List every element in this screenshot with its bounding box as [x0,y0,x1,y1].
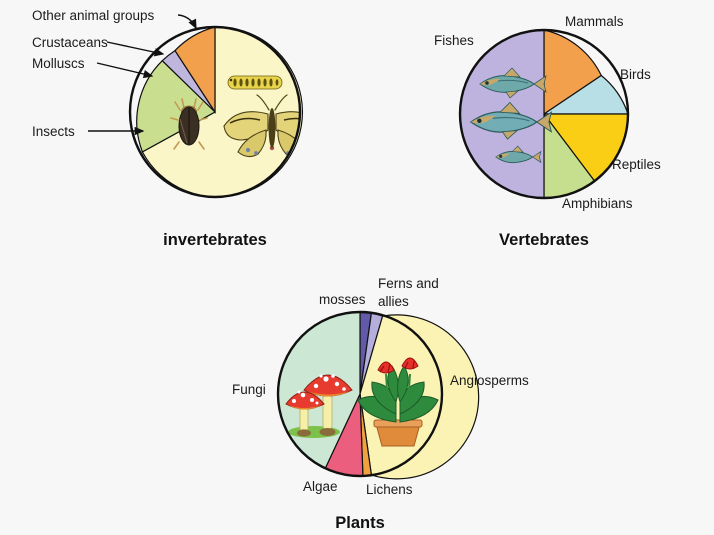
flowering-plant-icon [357,357,439,447]
label-reptiles: Reptiles [612,157,661,172]
fish-icon [479,67,547,99]
label-fungi: Fungi [232,382,266,397]
label-insects: Insects [32,124,75,139]
label-algae: Algae [303,479,338,494]
label-ferns-and-allies-line1: Ferns and [378,276,439,291]
caterpillar-icon [227,75,283,90]
fish-icon [469,101,553,140]
plant-illustrations [285,357,439,447]
plants-pie-outline [276,310,444,478]
label-crustaceans: Crustaceans [32,35,108,50]
label-fishes: Fishes [434,33,474,48]
invertebrates-pie-outline [128,25,302,199]
beetle-icon [170,98,208,150]
slice-insects[interactable] [141,26,304,198]
title-vertebrates: Vertebrates [499,231,589,249]
vertebrates-pie-outline [458,28,630,200]
chart-plants: mosses Ferns and allies Angiosperms Lich… [232,276,529,532]
label-birds: Birds [620,67,651,82]
chart-vertebrates: Mammals Fishes Birds Reptiles Amphibians… [434,14,661,249]
title-plants: Plants [335,514,385,532]
leader-crustaceans [106,41,165,57]
label-mammals: Mammals [565,14,624,29]
vertebrate-illustrations [469,67,553,164]
label-ferns-and-allies-line2: allies [378,294,409,309]
leader-other-animal-groups [177,14,197,30]
label-other-animal-groups: Other animal groups [32,8,155,23]
chart-invertebrates: Other animal groups Crustaceans Molluscs… [32,8,304,249]
slice-molluscs[interactable] [136,59,216,153]
mushrooms-icon [285,374,353,438]
leader-molluscs [96,62,154,79]
label-mosses: mosses [319,292,366,307]
label-lichens: Lichens [366,482,413,497]
title-invertebrates: invertebrates [163,231,267,249]
label-molluscs: Molluscs [32,56,85,71]
label-amphibians: Amphibians [562,196,633,211]
fish-icon [495,145,542,164]
label-angiosperms: Angiosperms [450,373,529,388]
